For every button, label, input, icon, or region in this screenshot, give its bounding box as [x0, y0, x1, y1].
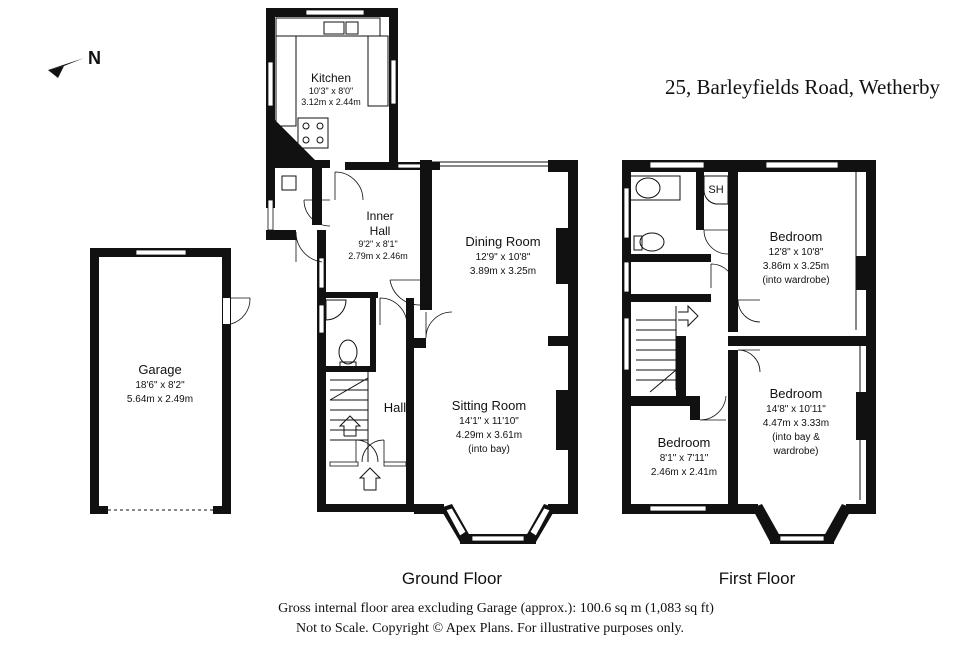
inner-hall-metric: 2.79m x 2.46m: [348, 251, 408, 261]
bedroom-3-metric: 2.46m x 2.41m: [651, 467, 717, 478]
first-floor-fittings: [631, 175, 761, 421]
sitting-room-name: Sitting Room: [452, 398, 526, 413]
sitting-room-imperial: 14'1" x 11'10": [459, 416, 519, 427]
room-labels: Kitchen 10'3" x 8'0" 3.12m x 2.44m Inner…: [127, 71, 830, 478]
bedroom-3-name: Bedroom: [658, 435, 711, 450]
bedroom-1-note: (into wardrobe): [762, 275, 829, 286]
bedroom-2-imperial: 14'8" x 10'11": [766, 404, 826, 415]
dining-room-name: Dining Room: [465, 234, 540, 249]
dining-room-imperial: 12'9" x 10'8": [476, 252, 531, 263]
bedroom-3-imperial: 8'1" x 7'11": [660, 453, 709, 464]
garage-walls: [90, 248, 251, 514]
address-title: 25, Barleyfields Road, Wetherby: [665, 75, 940, 99]
ground-floor-walls: [266, 8, 578, 544]
compass-icon: [48, 58, 84, 78]
copyright-note: Not to Scale. Copyright © Apex Plans. Fo…: [296, 621, 684, 636]
kitchen-metric: 3.12m x 2.44m: [301, 97, 361, 107]
bedroom-2-name: Bedroom: [770, 386, 823, 401]
bedroom-2-metric: 4.47m x 3.33m: [763, 418, 829, 429]
inner-hall-imperial: 9'2" x 8'1": [358, 239, 397, 249]
first-floor-walls: [622, 160, 876, 544]
bedroom-1-metric: 3.86m x 3.25m: [763, 261, 829, 272]
compass-north-label: N: [88, 48, 101, 68]
first-floor-caption: First Floor: [719, 569, 796, 588]
kitchen-name: Kitchen: [311, 71, 351, 85]
shower-label: SH: [708, 184, 723, 196]
inner-hall-name-1: Inner: [366, 209, 393, 223]
garage-metric: 5.64m x 2.49m: [127, 394, 193, 405]
sitting-room-note: (into bay): [468, 444, 510, 455]
hall-name: Hall: [384, 400, 407, 415]
kitchen-imperial: 10'3" x 8'0": [309, 86, 353, 96]
ground-floor-caption: Ground Floor: [402, 569, 502, 588]
ground-floor-fittings: [275, 17, 453, 491]
bedroom-1-name: Bedroom: [770, 229, 823, 244]
dining-room-metric: 3.89m x 3.25m: [470, 266, 536, 277]
bedroom-1-imperial: 12'8" x 10'8": [769, 247, 824, 258]
floor-area-note: Gross internal floor area excluding Gara…: [278, 601, 714, 616]
inner-hall-name-2: Hall: [370, 224, 391, 238]
bedroom-2-note-1: (into bay &: [772, 432, 820, 443]
garage-name: Garage: [138, 362, 181, 377]
garage-imperial: 18'6" x 8'2": [135, 380, 185, 391]
bedroom-2-note-2: wardrobe): [772, 446, 818, 457]
sitting-room-metric: 4.29m x 3.61m: [456, 430, 522, 441]
